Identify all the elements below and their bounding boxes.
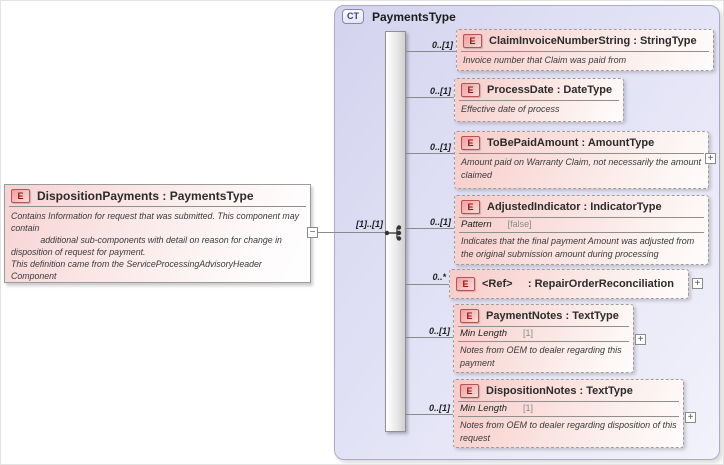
facet-value: [1]: [523, 403, 534, 413]
element-paymentnotes[interactable]: E PaymentNotes : TextType Min Length [1]…: [453, 304, 634, 373]
element-title-row: E DispositionPayments : PaymentsType: [5, 185, 310, 206]
connector-line: [406, 284, 449, 285]
complex-type-header: CT PaymentsType: [342, 9, 456, 24]
complex-type-icon: CT: [342, 9, 364, 24]
element-name: <Ref> : RepairOrderReconciliation: [482, 278, 674, 290]
element-documentation: Indicates that the final payment Amount …: [461, 236, 697, 259]
element-adjustedindicator[interactable]: E AdjustedIndicator : IndicatorType Patt…: [454, 195, 709, 265]
cardinality-label: 0..[1]: [429, 86, 451, 96]
connector-line: [406, 228, 454, 229]
cardinality-label: 0..[1]: [428, 403, 450, 413]
element-icon: E: [460, 384, 479, 398]
element-documentation: Amount paid on Warranty Claim, not neces…: [461, 157, 704, 180]
element-icon: E: [460, 309, 479, 323]
element-title-row: E AdjustedIndicator : IndicatorType: [455, 196, 708, 217]
element-icon: E: [461, 200, 480, 214]
element-icon: E: [456, 277, 475, 291]
element-documentation: Effective date of process: [461, 104, 560, 114]
connector-line: [406, 414, 453, 415]
element-name: AdjustedIndicator : IndicatorType: [487, 201, 662, 213]
element-name: DispositionPayments : PaymentsType: [37, 189, 254, 203]
facet-value: [1]: [523, 328, 534, 338]
separator: [459, 217, 704, 218]
facet-row: Min Length [1]: [454, 402, 683, 416]
cardinality-label: 0..[1]: [428, 326, 450, 336]
expand-icon[interactable]: +: [685, 412, 696, 423]
cardinality-label: 0..[1]: [431, 40, 453, 50]
element-processdate[interactable]: E ProcessDate : DateType Effective date …: [454, 78, 624, 122]
separator: [461, 51, 709, 52]
separator: [458, 326, 629, 327]
expand-icon[interactable]: +: [705, 153, 716, 164]
facet-row: Min Length [1]: [454, 327, 633, 341]
element-title-row: E ProcessDate : DateType: [455, 79, 623, 100]
connector-line: [406, 337, 453, 338]
connector-line: [406, 97, 454, 98]
element-title-row: E PaymentNotes : TextType: [454, 305, 633, 326]
separator: [9, 206, 306, 207]
cardinality-label: [1]..[1]: [356, 219, 383, 229]
connector-line: [406, 153, 454, 154]
expand-icon[interactable]: +: [635, 334, 646, 345]
complex-type-title: PaymentsType: [372, 9, 456, 24]
element-ref-repairorderreconciliation[interactable]: E <Ref> : RepairOrderReconciliation: [449, 269, 689, 299]
element-name: DispositionNotes : TextType: [486, 385, 633, 397]
connector-line: [318, 232, 385, 233]
sequence-icon: [384, 225, 402, 241]
element-icon: E: [461, 136, 480, 150]
element-documentation: Notes from OEM to dealer regarding this …: [460, 345, 625, 368]
element-title-row: E ClaimInvoiceNumberString : StringType: [457, 30, 713, 51]
facet-value: [false]: [507, 219, 532, 229]
element-title-row: E <Ref> : RepairOrderReconciliation: [450, 270, 688, 294]
separator: [458, 416, 679, 417]
element-name: ClaimInvoiceNumberString : StringType: [489, 35, 697, 47]
cardinality-label: 0..[1]: [429, 142, 451, 152]
element-icon: E: [463, 34, 482, 48]
facet-name: Min Length: [460, 328, 508, 339]
element-name: ToBePaidAmount : AmountType: [487, 137, 655, 149]
facet-name: Min Length: [460, 403, 508, 414]
element-documentation: Notes from OEM to dealer regarding dispo…: [460, 420, 680, 443]
element-dispositionpayments[interactable]: E DispositionPayments : PaymentsType Con…: [4, 184, 311, 283]
element-dispositionnotes[interactable]: E DispositionNotes : TextType Min Length…: [453, 379, 684, 448]
collapse-icon[interactable]: −: [307, 227, 318, 238]
facet-row: Pattern [false]: [455, 218, 708, 232]
element-name: ProcessDate : DateType: [487, 84, 613, 96]
cardinality-label: 0..*: [432, 272, 446, 282]
cardinality-label: 0..[1]: [429, 217, 451, 227]
element-name: PaymentNotes : TextType: [486, 310, 619, 322]
element-claiminvoicenumberstring[interactable]: E ClaimInvoiceNumberString : StringType …: [456, 29, 714, 71]
separator: [458, 401, 679, 402]
element-tobepaidamount[interactable]: E ToBePaidAmount : AmountType Amount pai…: [454, 131, 709, 189]
element-title-row: E ToBePaidAmount : AmountType: [455, 132, 708, 153]
connector-line: [406, 51, 456, 52]
separator: [458, 341, 629, 342]
expand-icon[interactable]: +: [692, 278, 703, 289]
facet-name: Pattern: [461, 219, 492, 230]
element-icon: E: [461, 83, 480, 97]
separator: [459, 100, 619, 101]
separator: [459, 153, 704, 154]
element-icon: E: [11, 189, 30, 203]
element-documentation: Invoice number that Claim was paid from: [463, 55, 627, 65]
element-documentation: Contains Information for request that wa…: [11, 211, 299, 281]
separator: [459, 232, 704, 233]
element-title-row: E DispositionNotes : TextType: [454, 380, 683, 401]
